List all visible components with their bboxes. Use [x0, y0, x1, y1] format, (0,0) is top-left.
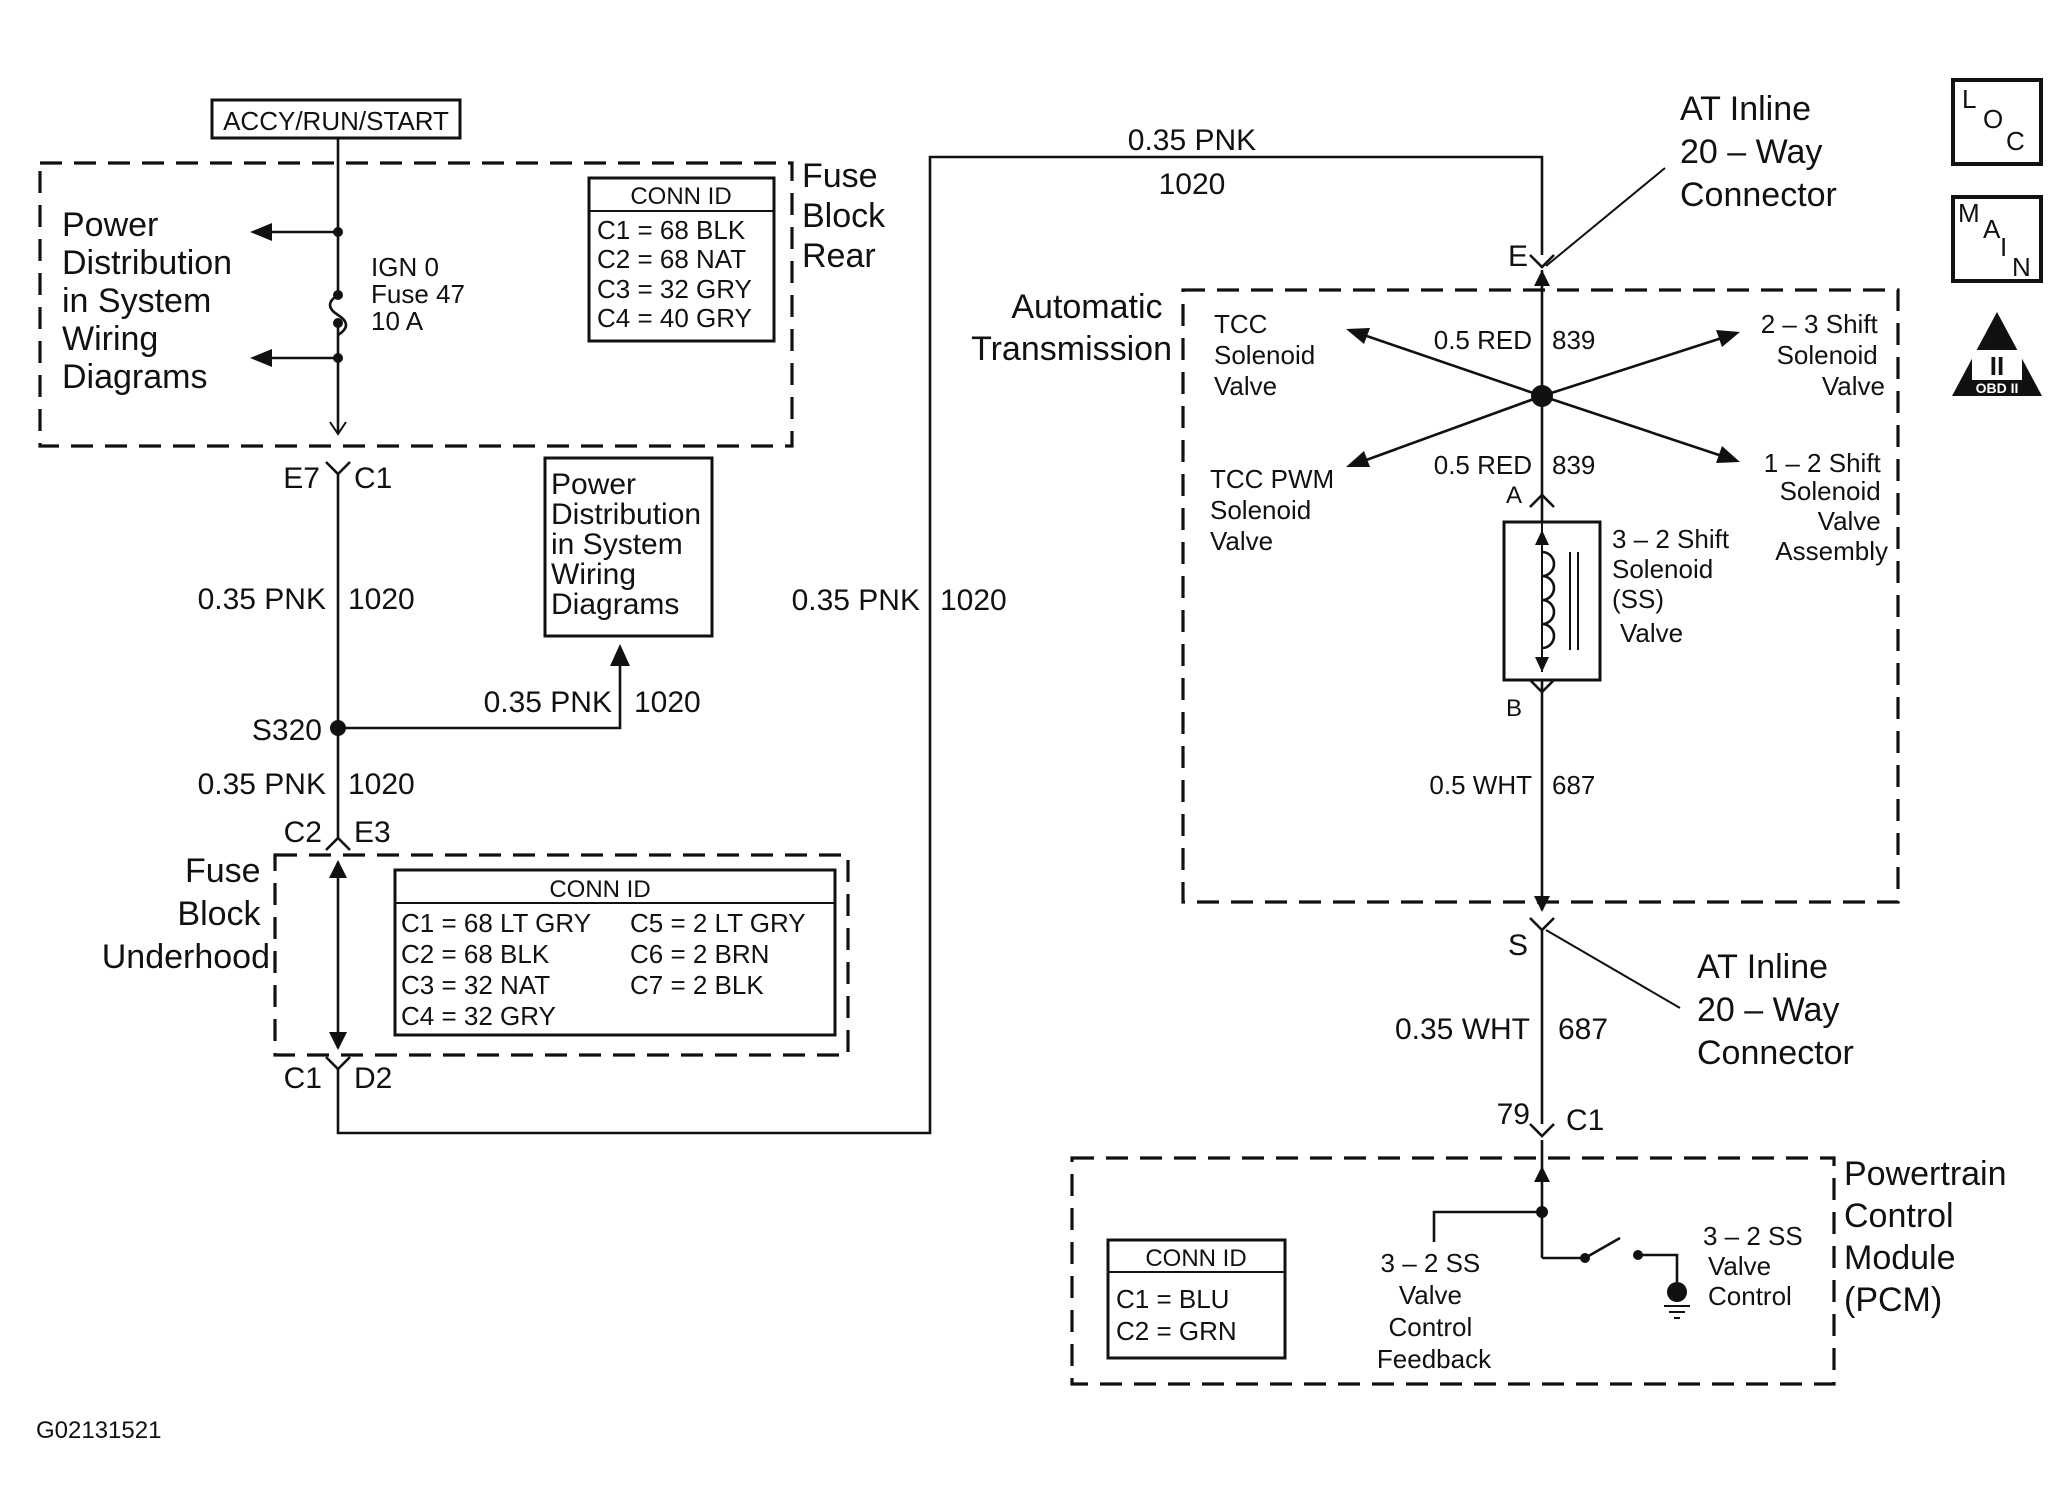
power-mode-label: ACCY/RUN/START — [223, 106, 449, 136]
fuse-block-underhood-outline — [273, 853, 850, 1057]
wire-687-bottom-circuit: 687 — [1552, 770, 1595, 800]
connector-c1-d2-symbol — [325, 1056, 351, 1071]
shift-32-label: 3 – 2 Shift Solenoid (SS) Valve — [1612, 524, 1736, 648]
svg-text:C: C — [2006, 126, 2025, 156]
svg-text:M: M — [1958, 198, 1980, 228]
at-inline-bottom-leader — [1545, 929, 1681, 1009]
wire-687-bottom-gauge: 0.5 WHT — [1429, 770, 1532, 800]
pcm-outline — [1070, 1156, 1836, 1386]
pcm-connector-pin: 79 — [1497, 1098, 1530, 1131]
wire-middle-circuit: 1020 — [940, 584, 1007, 617]
tcc-pwm-label: TCC PWM Solenoid Valve — [1210, 464, 1341, 556]
wire-left-2-gauge: 0.35 PNK — [198, 768, 326, 801]
shift-12-label: 1 – 2 Shift Solenoid Valve Assembly — [1764, 448, 1888, 566]
fuse-block-underhood-conn-right: C5 = 2 LT GRY C6 = 2 BRN C7 = 2 BLK — [630, 908, 812, 1000]
main-icon: M A I N — [1951, 195, 2043, 283]
arrow-to-shift-23 — [1541, 334, 1729, 398]
fuse-block-underhood-conn-table — [393, 868, 837, 1037]
power-distribution-ref-box — [543, 456, 714, 638]
wire-branch-circuit: 1020 — [634, 686, 701, 719]
connector-e7-c1-symbol — [325, 461, 351, 476]
at-inline-bottom-pin: S — [1508, 929, 1528, 962]
wire-branch-gauge: 0.35 PNK — [484, 686, 612, 719]
at-inline-top-pin: E — [1508, 240, 1528, 273]
pcm-connector-symbol — [1529, 1123, 1555, 1138]
connector-c1-bottom-label: C1 — [284, 1062, 322, 1095]
arrow-to-shift-12 — [1541, 394, 1729, 460]
wire-left-1-gauge: 0.35 PNK — [198, 583, 326, 616]
wire-pcm-gauge: 0.35 WHT — [1395, 1013, 1530, 1046]
wire-839-mid-gauge: 0.5 RED — [1434, 450, 1532, 480]
svg-text:II: II — [1990, 351, 2004, 381]
ground-icon — [1667, 1282, 1687, 1302]
power-mode-label-box — [210, 98, 462, 140]
obd-ii-icon: II OBD II — [1952, 312, 2042, 396]
fuse-block-rear-conn-table — [587, 176, 776, 343]
at-inline-top-leader — [1545, 167, 1666, 267]
pcm-conn-list: C1 = BLU C2 = GRN — [1116, 1284, 1237, 1346]
arrow-to-tcc-solenoid — [1357, 331, 1543, 398]
automatic-transmission-title: Automatic Transmission — [971, 288, 1172, 368]
wire-1020-to-transmission — [336, 155, 1544, 1135]
connector-d2-label: D2 — [354, 1062, 392, 1095]
wire-middle-gauge: 0.35 PNK — [792, 584, 920, 617]
rear-power-distribution-note: Power Distribution in System Wiring Diag… — [62, 206, 242, 396]
connector-c1-label: C1 — [354, 462, 392, 495]
wire-left-1-circuit: 1020 — [348, 583, 415, 616]
wire-top-gauge: 0.35 PNK — [1128, 124, 1256, 157]
fuse-block-underhood-conn-left: C1 = 68 LT GRY C2 = 68 BLK C3 = 32 NAT C… — [401, 908, 598, 1031]
at-inline-bottom-connector-symbol — [1529, 917, 1555, 932]
arrow-to-tcc-pwm — [1357, 394, 1543, 465]
svg-text:OBD II: OBD II — [1976, 380, 2019, 396]
pcm-conn-title: CONN ID — [1145, 1245, 1246, 1272]
solenoid-coil — [1541, 550, 1556, 650]
svg-text:L: L — [1962, 84, 1976, 114]
at-inline-top-connector-symbol — [1529, 254, 1555, 269]
svg-text:N: N — [2012, 252, 2031, 282]
fuse-47-symbol — [328, 293, 348, 337]
wire-left-2-circuit: 1020 — [348, 768, 415, 801]
shift-23-label: 2 – 3 Shift Solenoid Valve — [1761, 309, 1885, 401]
svg-text:I: I — [2000, 232, 2007, 262]
at-inline-bottom-label: AT Inline 20 – Way Connector — [1697, 948, 1854, 1072]
figure-id: G02131521 — [36, 1417, 161, 1444]
branch-wire — [338, 660, 622, 730]
connector-c2-label: C2 — [284, 816, 322, 849]
wire-pcm-circuit: 687 — [1558, 1013, 1608, 1046]
fuse-47-label: IGN 0 Fuse 47 10 A — [371, 252, 472, 336]
wire-839-top-circuit: 839 — [1552, 325, 1595, 355]
loc-icon: L O C — [1951, 78, 2043, 166]
pcm-connector-name: C1 — [1566, 1104, 1604, 1137]
pin-b-label: B — [1506, 695, 1522, 722]
pin-a-label: A — [1506, 482, 1522, 509]
pcm-feedback-label: 3 – 2 SS Valve Control Feedback — [1377, 1248, 1492, 1374]
fuse-block-rear-title: Fuse Block Rear — [802, 157, 895, 275]
splice-s320-label: S320 — [252, 714, 322, 747]
svg-text:A: A — [1983, 214, 2001, 244]
fuse-block-rear-conn-list: C1 = 68 BLK C2 = 68 NAT C3 = 32 GRY C4 =… — [597, 215, 759, 333]
fuse-block-rear-outline — [38, 161, 794, 448]
fuse-block-underhood-title: Fuse Block Underhood — [102, 852, 270, 976]
svg-text:O: O — [1983, 104, 2003, 134]
connector-c2-e3-symbol — [325, 836, 351, 851]
wire-top-circuit: 1020 — [1159, 168, 1226, 201]
pcm-title: Powertrain Control Module (PCM) — [1844, 1155, 2016, 1319]
pcm-conn-table — [1106, 1238, 1287, 1360]
tcc-solenoid-label: TCC Solenoid Valve — [1214, 309, 1322, 401]
fuse-block-underhood-conn-title: CONN ID — [549, 876, 650, 903]
power-distribution-ref-text: Power Distribution in System Wiring Diag… — [551, 468, 709, 621]
pcm-control-label: 3 – 2 SS Valve Control — [1703, 1221, 1810, 1311]
connector-e3-label: E3 — [354, 816, 391, 849]
wire-839-mid-circuit: 839 — [1552, 450, 1595, 480]
at-inline-top-label: AT Inline 20 – Way Connector — [1680, 90, 1837, 214]
shift-32-solenoid-box — [1502, 520, 1602, 682]
feedback-wire — [1432, 1210, 1542, 1242]
pcm-switch — [1584, 1236, 1621, 1260]
connector-e7-label: E7 — [283, 462, 320, 495]
wire-839-top-gauge: 0.5 RED — [1434, 325, 1532, 355]
fuse-block-rear-conn-title: CONN ID — [630, 183, 731, 210]
